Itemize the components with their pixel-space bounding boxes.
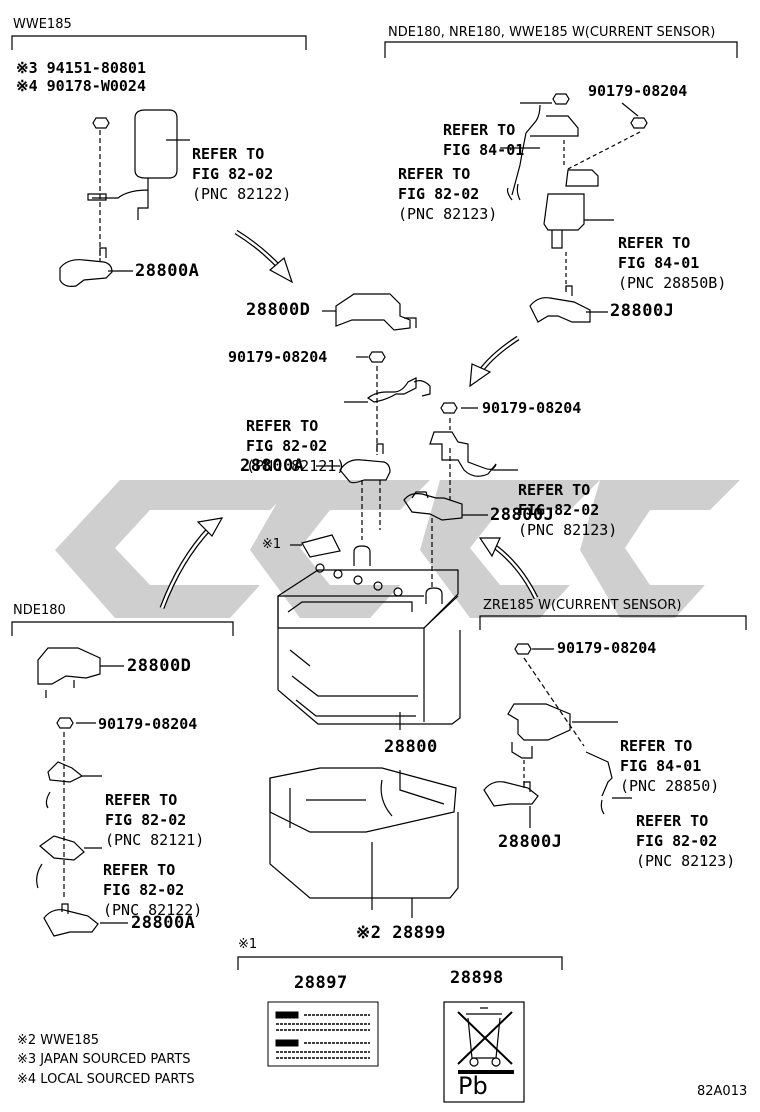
nde-sensor-assembly: [506, 93, 648, 323]
arrow-2: [469, 335, 520, 388]
nut-part-local: ※4 90178-W0024: [16, 77, 146, 95]
zre185-assembly: [483, 643, 613, 815]
part-28800j-top: 28800J: [610, 301, 675, 321]
part-28800d-left: 28800D: [127, 656, 192, 676]
battery-tray: [269, 767, 459, 910]
bolt-number-right: 90179-08204: [557, 639, 657, 657]
part-28800a-left: 28800A: [131, 913, 196, 933]
dash-neg-to-battery: [361, 480, 381, 540]
bracket-nde180: [11, 621, 234, 636]
leader-nde-nut-right: [621, 102, 639, 117]
nut-part-japan: ※3 94151-80801: [16, 59, 146, 77]
part-28898-label: 28898: [450, 968, 504, 988]
section-label-nde180: NDE180: [13, 603, 66, 618]
footnote-4: ※4 LOCAL SOURCED PARTS: [17, 1072, 195, 1087]
arrow-4: [478, 537, 539, 600]
label-28898: [443, 1001, 525, 1103]
bracket-zre185: [479, 615, 747, 630]
bracket-nde-group: [384, 41, 738, 58]
part-28800j-bottom: 28800J: [498, 832, 563, 852]
centre-negative-assembly: [339, 351, 431, 484]
part-28800a-top: 28800A: [135, 261, 200, 281]
part-28800j-centre: 28800J: [490, 505, 555, 525]
bracket-wwe185: [11, 35, 307, 50]
bolt-number-top-right: 90179-08204: [588, 82, 688, 100]
pb-symbol: Pb: [458, 1072, 488, 1100]
bolt-number-centre: 90179-08204: [228, 348, 328, 366]
section-label-wwe185: WWE185: [13, 17, 72, 32]
bolt-number-centre-right: 90179-08204: [482, 399, 582, 417]
bolt-number-left: 90179-08204: [98, 715, 198, 733]
part-28800a-centre: 28800A: [240, 456, 305, 476]
section-label-nde-group: NDE180, NRE180, WWE185 W(CURRENT SENSOR): [388, 25, 716, 40]
wwe185-assembly: [59, 109, 178, 287]
centre-positive-assembly: [403, 402, 497, 521]
footnote-3: ※3 JAPAN SOURCED PARTS: [17, 1052, 191, 1067]
label-28897: [267, 1001, 379, 1067]
note1-marker: ※1: [238, 937, 258, 952]
part-28800d-centre: 28800D: [246, 300, 311, 320]
arrow-1: [234, 229, 294, 284]
cover-28800d: [335, 293, 417, 331]
nde180-assembly: [36, 647, 101, 937]
part-28899-tray: ※2 28899: [356, 923, 446, 943]
footnote-2: ※2 WWE185: [17, 1033, 100, 1048]
figure-code: 82A013: [697, 1084, 748, 1099]
part-28897-label: 28897: [294, 973, 348, 993]
bracket-note1: [237, 956, 563, 970]
section-label-zre185: ZRE185 W(CURRENT SENSOR): [483, 598, 682, 613]
battery: [277, 534, 461, 725]
note1-battery-marker: ※1: [262, 537, 282, 552]
arrow-3: [159, 517, 224, 609]
part-28800-battery: 28800: [384, 737, 438, 757]
